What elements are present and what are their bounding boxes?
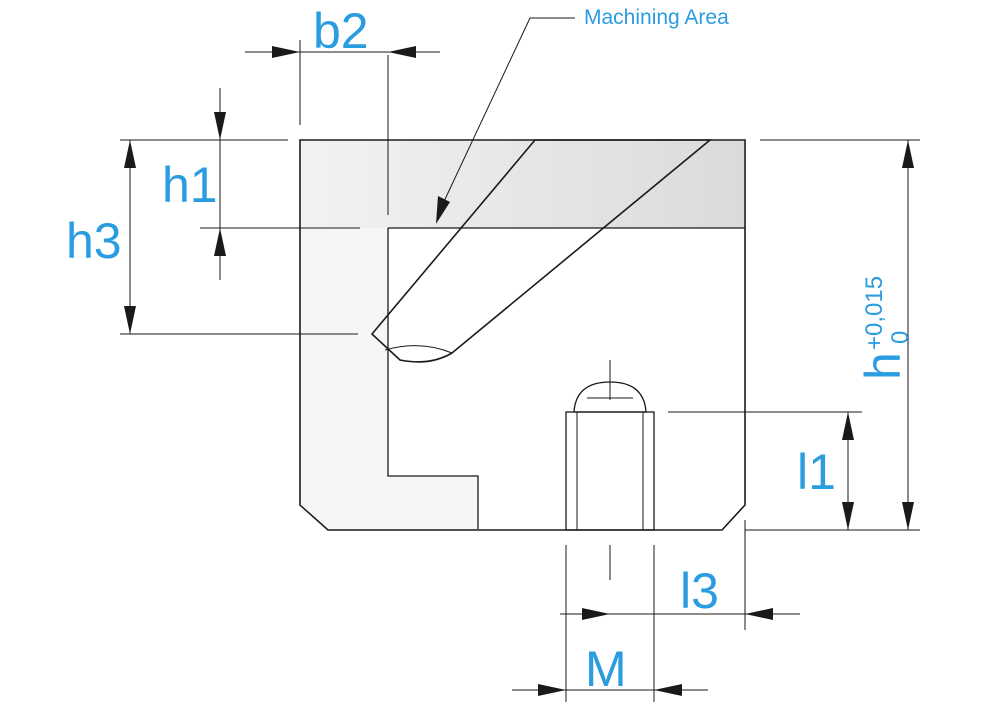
label-l1: l1 [797,444,836,500]
hole-bore [565,411,655,531]
label-h-tolerance-upper: +0,015 [861,276,888,350]
dimension-l3 [560,520,800,630]
wedge-round-edge [384,345,453,354]
label-l3: l3 [680,563,719,619]
center-lines [387,55,611,580]
threaded-hole [565,381,655,531]
machining-area-leader [436,17,575,224]
label-h: h [855,352,911,380]
label-machining-area: Machining Area [584,6,729,29]
step-lines [387,228,479,529]
label-b2: b2 [313,3,369,59]
dimension-m [512,545,708,702]
part-body [299,139,746,531]
top-band [301,141,744,228]
dimension-h3 [120,140,358,335]
left-step-face [301,228,478,529]
body-outline [299,139,746,531]
label-h-tolerance-lower: 0 [887,331,914,344]
dimension-b2 [245,40,440,125]
label-h3: h3 [66,213,122,269]
dimension-l1 [668,411,862,530]
dimension-h1 [120,88,360,280]
label-m: M [585,641,627,697]
label-h1: h1 [162,157,218,213]
dimension-h [745,139,920,531]
